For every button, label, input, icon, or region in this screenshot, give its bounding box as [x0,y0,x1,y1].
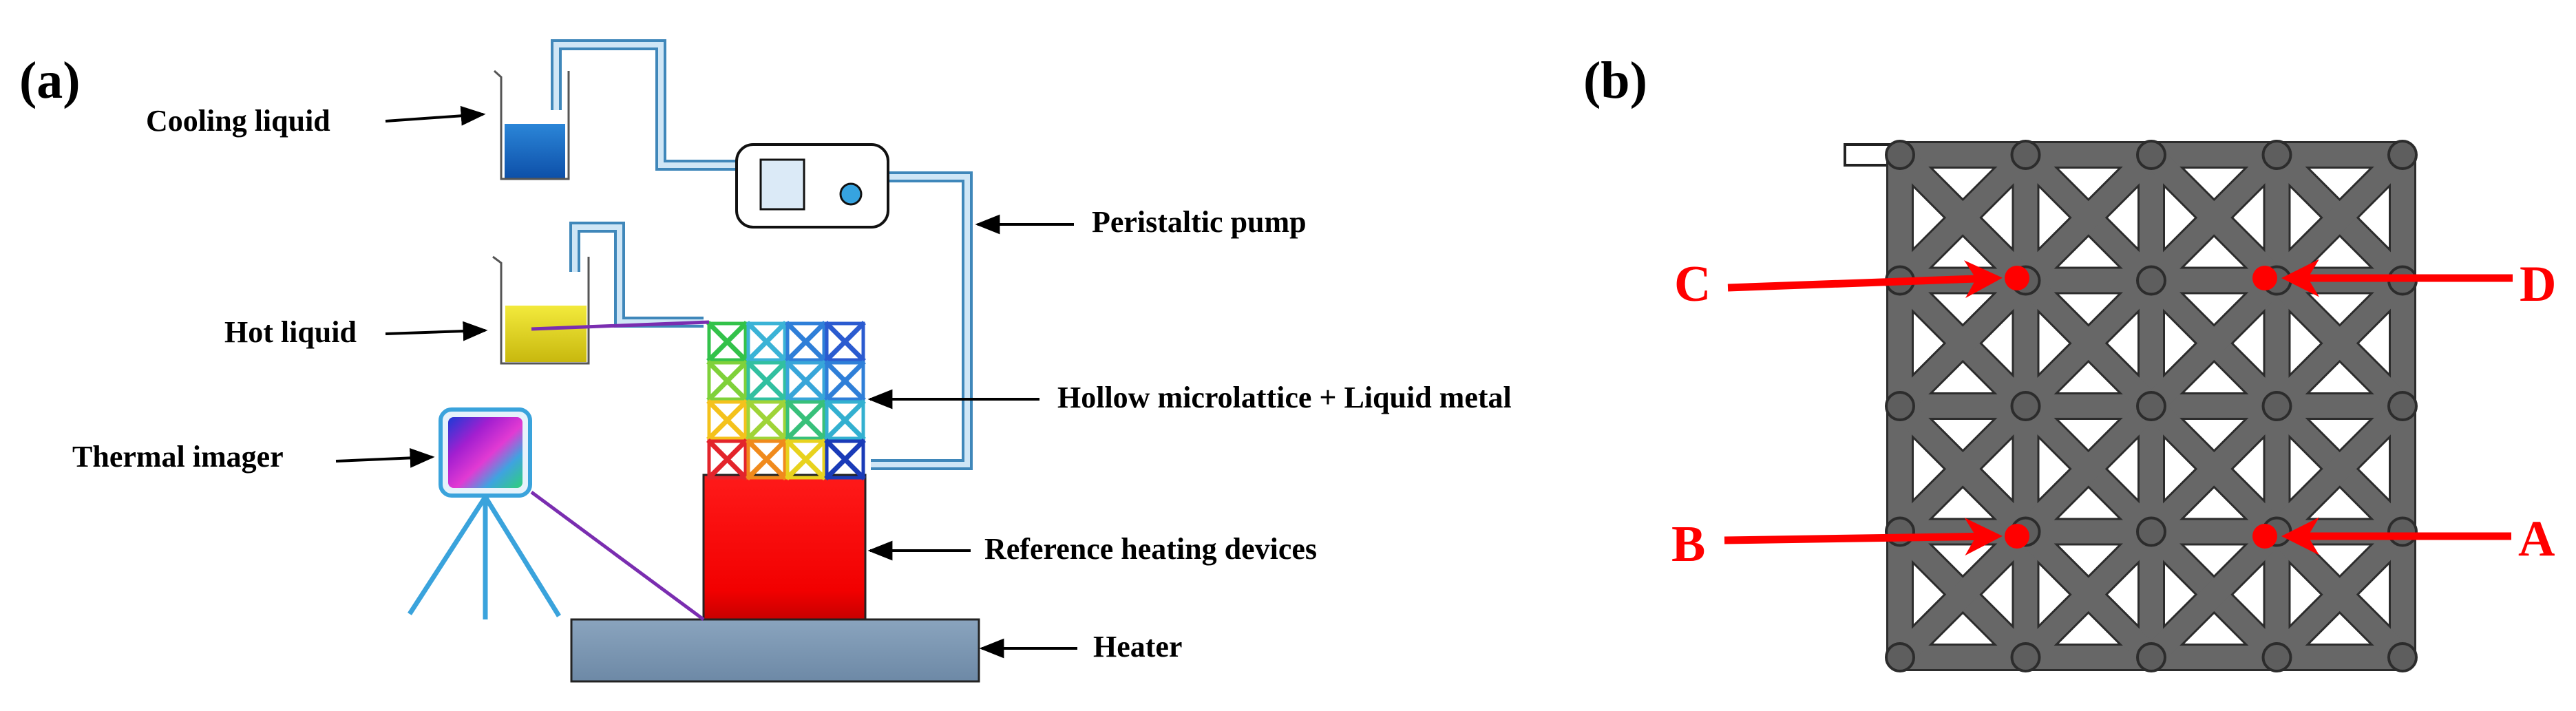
point-b: B [1671,516,2029,573]
lattice-node [2261,642,2292,672]
lattice-strut [2140,520,2289,669]
lattice-strut [2014,520,2163,669]
lattice-strut [1888,143,2038,293]
lattice-strut [2014,394,2163,544]
hot-liquid-label: Hot liquid [224,315,357,349]
tripod-icon [408,496,561,619]
label-hot-liquid: Hot liquid [224,315,488,349]
cooling-liquid-label: Cooling liquid [146,104,330,138]
peristaltic-pump-label: Peristaltic pump [1092,205,1307,239]
point-c-marker [2005,266,2029,290]
lattice-strut [2265,394,2414,544]
lattice-node [2136,516,2166,547]
point-a-marker [2252,524,2277,549]
lattice-node [1885,140,1915,170]
label-thermal-imager: Thermal imager [72,440,435,474]
point-b-marker [2005,524,2029,549]
point-b-label: B [1671,516,1705,573]
cooling-liquid [505,124,565,179]
point-d-label: D [2520,256,2556,312]
hollow-microlattice [706,321,866,480]
lattice-strut [2014,268,2163,418]
lattice-node [2387,391,2418,421]
heater-label: Heater [1093,630,1182,664]
tubing [551,39,973,470]
lattice-node [2387,516,2418,547]
point-a-label: A [2518,511,2555,567]
point-c-label: C [1674,256,1711,312]
lattice-strut [2265,520,2414,669]
lattice-strut [1888,394,2038,544]
lattice-strut [2140,143,2289,293]
lattice-strut [1888,268,2038,418]
thermal-imager-label: Thermal imager [72,440,284,474]
reference-heating-label: Reference heating devices [984,532,1317,566]
pump-knob-icon [839,182,863,206]
lattice-node [2136,140,2166,170]
lattice-strut [2014,143,2163,293]
label-reference-heating: Reference heating devices [867,532,1317,566]
lattice-node [2261,140,2292,170]
cooling-liquid-beaker [493,70,570,180]
panel-a-label: (a) [19,52,81,109]
lattice-label: Hollow microlattice + Liquid metal [1057,381,1512,414]
point-a: A [2252,511,2555,567]
lattice-node [2136,265,2166,296]
lattice-node [2387,140,2418,170]
hot-liquid-beaker [492,255,590,365]
lattice-node [2261,391,2292,421]
point-d-marker [2252,266,2277,290]
lattice-node [2010,391,2041,421]
lattice-strut [2140,268,2289,418]
lattice-node [1885,391,1915,421]
lattice-node [2010,140,2041,170]
panel-b-label: (b) [1583,52,1647,109]
lattice-node [2136,391,2166,421]
point-d: D [2252,256,2556,312]
lattice-top-view [1885,140,2418,672]
peristaltic-pump [735,143,889,229]
lattice-strut [2265,268,2414,418]
lattice-strut [1888,520,2038,669]
hot-liquid [505,306,587,362]
lattice-node [2136,642,2166,672]
lattice-node [2010,642,2041,672]
thermal-imager [408,320,710,622]
point-c: C [1674,256,2029,312]
label-lattice: Hollow microlattice + Liquid metal [867,381,1512,414]
lattice-strut [2140,394,2289,544]
label-heater: Heater [979,630,1182,664]
thermal-image-icon [448,417,522,488]
label-peristaltic-pump: Peristaltic pump [975,205,1307,239]
heater-block [570,618,980,683]
lattice-node [2387,642,2418,672]
sight-line-bottom [530,490,705,622]
sight-line-top [531,320,710,331]
lattice-node [1885,642,1915,672]
reference-heating-block [702,474,867,621]
label-cooling-liquid: Cooling liquid [146,104,486,138]
